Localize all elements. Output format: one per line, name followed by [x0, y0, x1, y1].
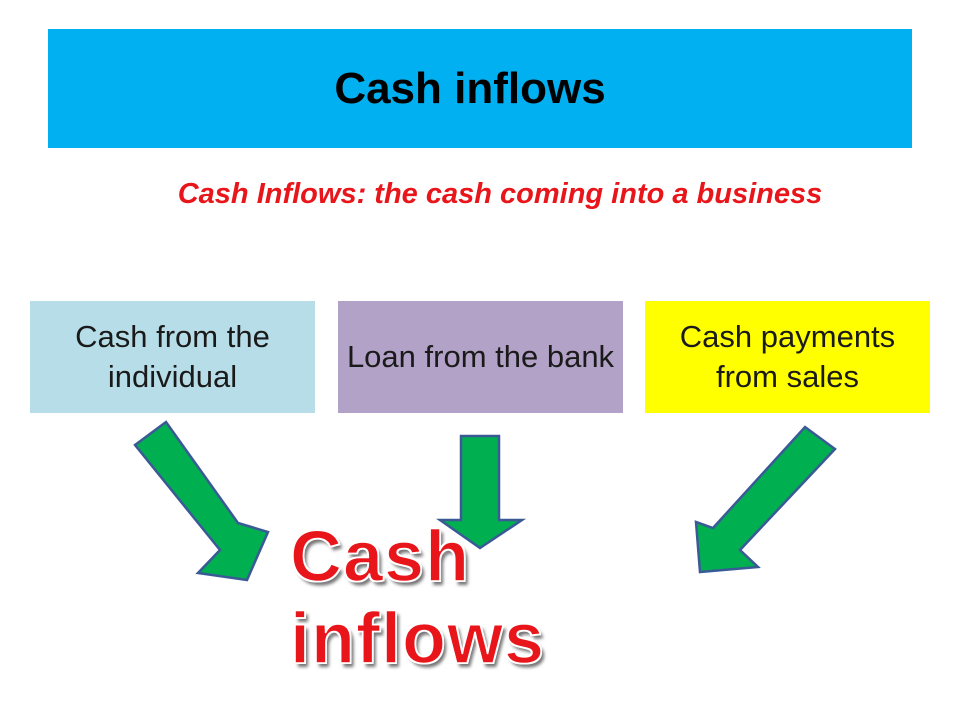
source-label-sales: Cash payments from sales — [679, 319, 896, 394]
source-box-individual: Cash from the individual — [30, 301, 315, 413]
title-banner: Cash inflows — [48, 29, 912, 148]
source-label-individual: Cash from the individual — [75, 319, 270, 394]
source-box-bank: Loan from the bank — [338, 301, 623, 413]
definition-text: Cash Inflows: the cash coming into a bus… — [177, 178, 823, 210]
slide-title: Cash inflows — [334, 63, 606, 113]
arrow-left-icon — [133, 420, 270, 582]
arrow-right-icon — [694, 425, 837, 574]
cash-inflows-target-label: Cash inflows — [289, 516, 545, 680]
source-label-bank: Loan from the bank — [346, 339, 615, 374]
source-box-sales: Cash payments from sales — [645, 301, 930, 413]
arrow-center-icon — [436, 434, 527, 550]
